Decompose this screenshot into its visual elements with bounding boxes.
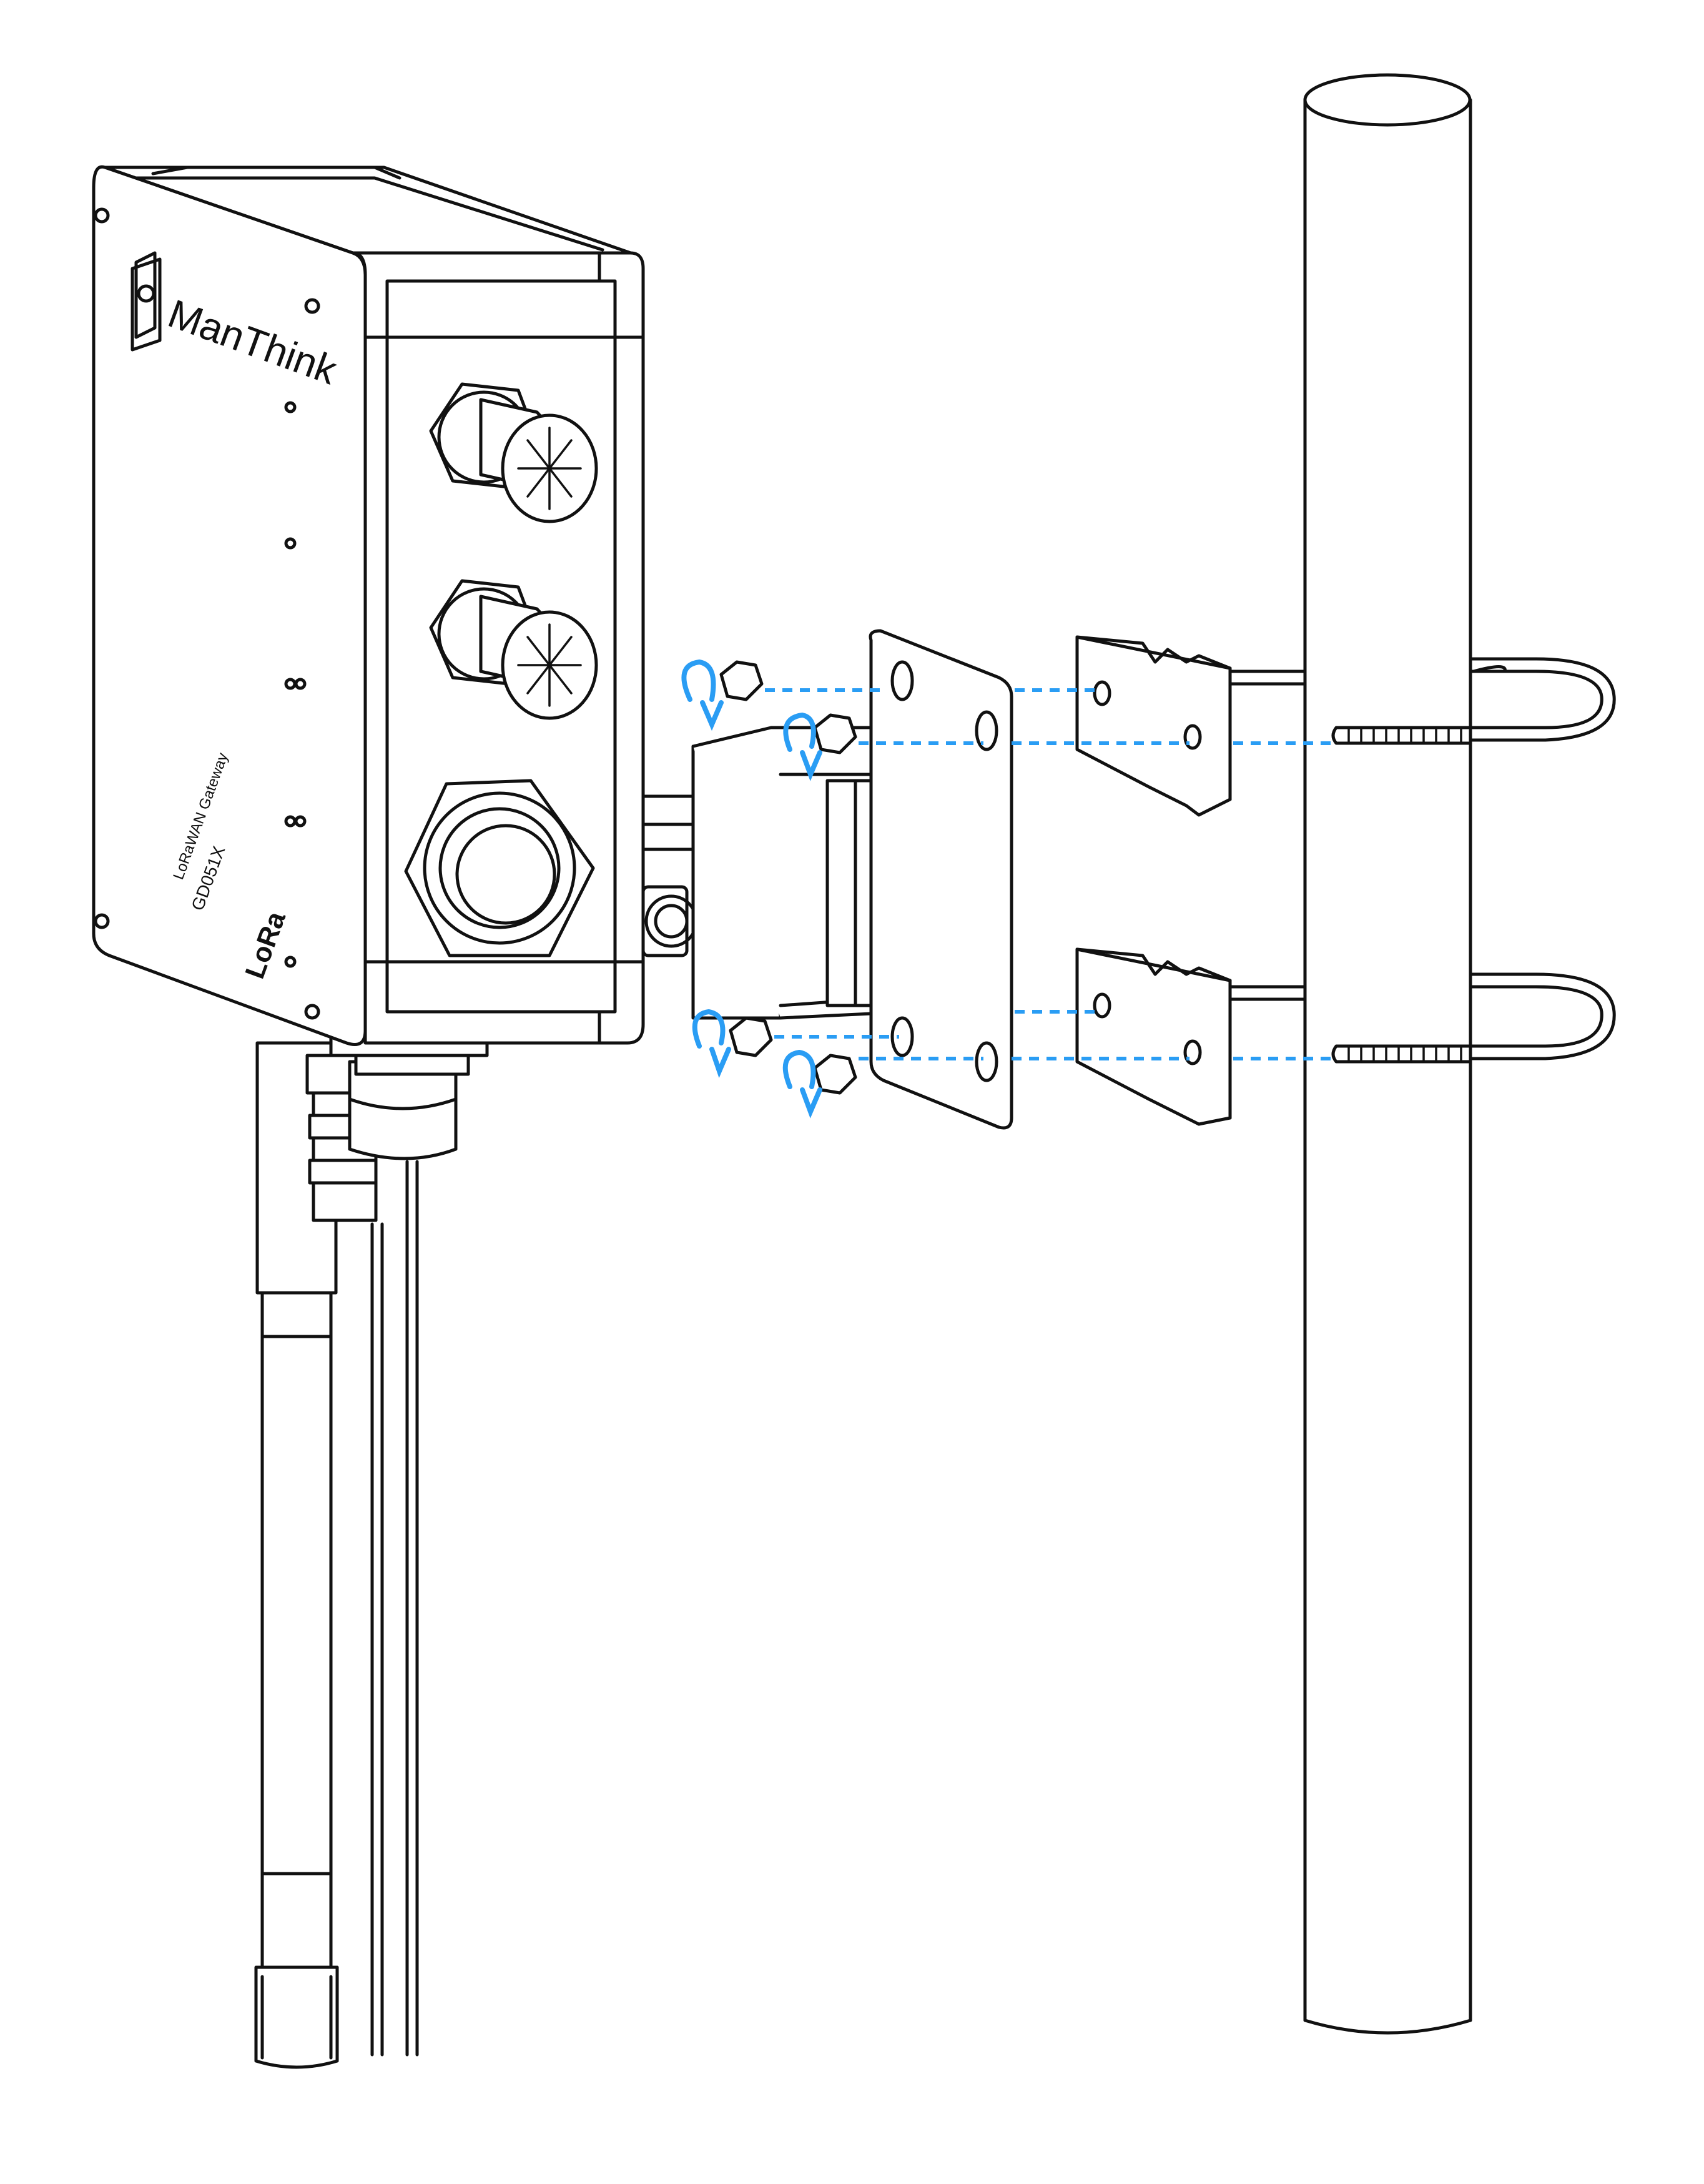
antenna	[254, 1041, 339, 2069]
cable-left	[370, 1222, 384, 2057]
clamp-plate-upper	[1075, 635, 1232, 817]
hex-nut-icon	[719, 660, 857, 1095]
cable-gland-1	[429, 382, 598, 523]
clamp-plate-lower	[1075, 947, 1232, 1126]
mounting-pole	[1303, 73, 1472, 2035]
rotate-arrow-icon	[681, 659, 822, 1119]
cable-right	[405, 1160, 419, 2057]
cable-gland-2	[429, 579, 598, 720]
manthink-logo-icon	[131, 251, 162, 352]
cable-gland-bottom	[329, 1035, 489, 1160]
u-bolt-icon	[1228, 657, 1616, 1064]
cable-gland-3	[404, 779, 595, 957]
mounting-bracket	[641, 629, 1013, 1130]
assembly-guide-lines	[765, 688, 1336, 1060]
